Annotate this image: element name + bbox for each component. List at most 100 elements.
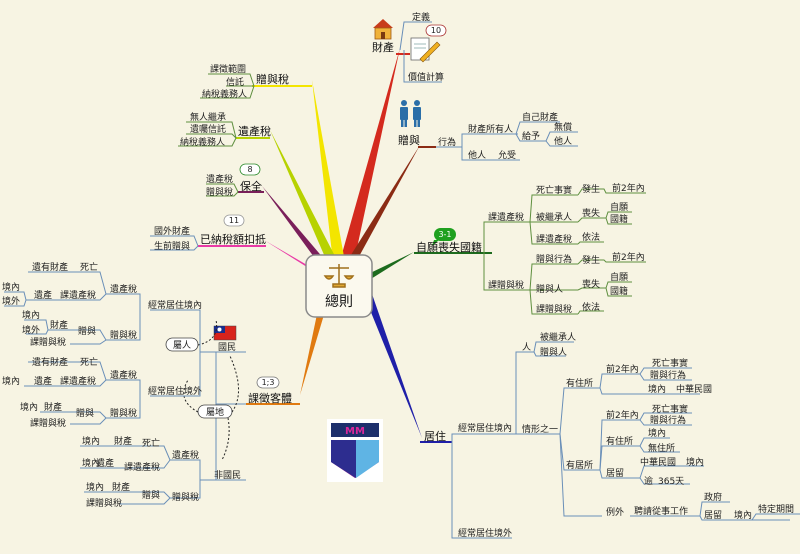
gov-label[interactable]: 政府 — [704, 491, 722, 503]
b-gift-tax-node[interactable]: 課贈與稅 — [30, 417, 66, 429]
belong-land-bubble[interactable]: 屬地 — [197, 404, 233, 419]
res-in-label[interactable]: 經常居住境內 — [458, 422, 512, 434]
c-est-tax-label[interactable]: 遺產稅 — [172, 449, 199, 461]
within2y-b-label[interactable]: 前2年內 — [612, 251, 645, 263]
b-death-label[interactable]: 死亡 — [80, 356, 98, 368]
roc2-label[interactable]: 中華民國 — [640, 456, 676, 468]
badge-1-3[interactable]: 1;3 — [256, 376, 280, 389]
exception-label[interactable]: 例外 — [606, 506, 624, 518]
gift-label[interactable]: 贈與 — [398, 133, 420, 147]
lost-nationality-label[interactable]: 自願喪失國籍 — [416, 240, 482, 254]
b-gift-tax-label[interactable]: 贈與稅 — [110, 407, 137, 419]
person-label[interactable]: 人 — [522, 342, 531, 353]
has-dom2-label[interactable]: 有住所 — [606, 435, 633, 447]
b-prop-label[interactable]: 財產 — [44, 401, 62, 413]
self-label[interactable]: 自願 — [610, 201, 628, 213]
has-dom-label[interactable]: 有住所 — [566, 377, 593, 389]
w2y-1-label[interactable]: 前2年內 — [606, 363, 639, 375]
tax-subject-label[interactable]: 課徵客體 — [248, 391, 292, 405]
badge-8[interactable]: 8 — [239, 163, 261, 176]
estate-tax-label[interactable]: 遺產稅 — [238, 124, 271, 138]
c-in3-label[interactable]: 境內 — [86, 481, 104, 493]
residence-label[interactable]: 居住 — [424, 429, 446, 443]
donor-label[interactable]: 贈與人 — [536, 283, 563, 295]
others-label[interactable]: 他人 — [554, 135, 572, 147]
heir2-label[interactable]: 被繼承人 — [540, 331, 576, 343]
foreign-prop-label[interactable]: 國外財產 — [154, 225, 190, 237]
stay2-label[interactable]: 居留 — [704, 509, 722, 521]
nat-in-label[interactable]: 經常居住境內 — [148, 299, 202, 311]
no-heir-label[interactable]: 無人繼承 — [190, 111, 226, 123]
by-law-label[interactable]: 依法 — [582, 231, 600, 243]
a-est-tax-label[interactable]: 遺產稅 — [110, 283, 137, 295]
free-label[interactable]: 無償 — [554, 121, 572, 133]
badge-3-1[interactable]: 3-1 — [432, 228, 456, 246]
accept-label[interactable]: 允受 — [498, 149, 516, 161]
heir-label[interactable]: 被繼承人 — [536, 211, 572, 223]
preserve-gift-tax-label[interactable]: 贈與稅 — [206, 186, 233, 198]
c-death-label[interactable]: 死亡 — [142, 437, 160, 449]
preserve-est-tax-label[interactable]: 遺產稅 — [206, 173, 233, 185]
b-in2-label[interactable]: 境內 — [20, 401, 38, 413]
gift-and-tax-label[interactable]: 贈與稅 — [256, 72, 289, 86]
death3-label[interactable]: 死亡事實 — [652, 403, 688, 415]
c-gift-label[interactable]: 贈與 — [142, 489, 160, 501]
others2-label[interactable]: 他人 — [468, 149, 486, 161]
gift-tax2-label[interactable]: 課贈與稅 — [536, 303, 572, 315]
a-death-label[interactable]: 死亡 — [80, 261, 98, 273]
b-estate-label[interactable]: 遺有財產 — [32, 356, 68, 368]
center-node[interactable]: 總則 — [305, 254, 373, 318]
roc-label[interactable]: 中華民國 — [676, 383, 712, 395]
period-label[interactable]: 特定期間 — [758, 503, 794, 515]
gift-act-label[interactable]: 贈與行為 — [536, 253, 572, 265]
nationality2-label[interactable]: 國籍 — [610, 285, 628, 297]
a-in-label[interactable]: 境內 — [2, 281, 20, 293]
domestic-label[interactable]: 境內 — [648, 383, 666, 395]
lose-label[interactable]: 喪失 — [582, 207, 600, 219]
give-label[interactable]: 給予 — [522, 130, 540, 142]
by-law2-label[interactable]: 依法 — [582, 301, 600, 313]
trust-label[interactable]: 信託 — [226, 76, 244, 88]
a-gift-tax-label[interactable]: 贈與稅 — [110, 329, 137, 341]
nationality-label[interactable]: 國籍 — [610, 213, 628, 225]
national-label[interactable]: 國民 — [218, 342, 236, 353]
a-in2-label[interactable]: 境內 — [22, 309, 40, 321]
a-prop-label[interactable]: 財產 — [50, 319, 68, 331]
c-estate-label[interactable]: 遺產 — [96, 457, 114, 469]
own-property-label[interactable]: 自己財產 — [522, 111, 558, 123]
owner-label[interactable]: 財產所有人 — [468, 123, 513, 135]
res-out-label[interactable]: 經常居住境外 — [458, 527, 512, 539]
non-national-label[interactable]: 非國民 — [214, 469, 241, 481]
a-est-tax-node[interactable]: 課遺產稅 — [60, 289, 96, 301]
occur-label[interactable]: 發生 — [582, 183, 600, 195]
domestic2-label[interactable]: 境內 — [648, 427, 666, 439]
scope-label[interactable]: 課徵範圍 — [210, 63, 246, 75]
will-trust-label[interactable]: 遺囑信託 — [190, 123, 226, 135]
self2-label[interactable]: 自願 — [610, 271, 628, 283]
stay-label[interactable]: 居留 — [606, 467, 624, 479]
domestic3-label[interactable]: 境內 — [686, 456, 704, 468]
over-label[interactable]: 逾 — [644, 475, 653, 487]
c-prop-label[interactable]: 財產 — [114, 435, 132, 447]
has-res-label[interactable]: 有居所 — [566, 459, 593, 471]
employ-label[interactable]: 聘請從事工作 — [634, 505, 688, 517]
belong-bubble[interactable]: 屬人 — [165, 337, 199, 352]
nat-out-label[interactable]: 經常居住境外 — [148, 385, 202, 397]
act-label[interactable]: 行為 — [438, 136, 456, 148]
est-tax2-label[interactable]: 課遺產稅 — [536, 233, 572, 245]
pre-death-gift-label[interactable]: 生前贈與 — [154, 240, 190, 252]
a-estate2-label[interactable]: 遺產 — [34, 289, 52, 301]
no-dom-label[interactable]: 無住所 — [648, 442, 675, 454]
donor2-label[interactable]: 贈與人 — [540, 346, 567, 358]
a-out-label[interactable]: 境外 — [2, 295, 20, 307]
situation-label[interactable]: 情形之一 — [522, 423, 558, 435]
c-est-tax-node[interactable]: 課遺產稅 — [124, 461, 160, 473]
valuation-label[interactable]: 價值計算 — [408, 71, 444, 83]
b-est-tax-label[interactable]: 遺產稅 — [110, 369, 137, 381]
definition-label[interactable]: 定義 — [412, 11, 430, 23]
death-fact-label[interactable]: 死亡事實 — [536, 184, 572, 196]
b-in-label[interactable]: 境內 — [2, 375, 20, 387]
a-gift-label[interactable]: 贈與 — [78, 325, 96, 337]
within2y-label[interactable]: 前2年內 — [612, 182, 645, 194]
property-label[interactable]: 財產 — [372, 40, 394, 54]
